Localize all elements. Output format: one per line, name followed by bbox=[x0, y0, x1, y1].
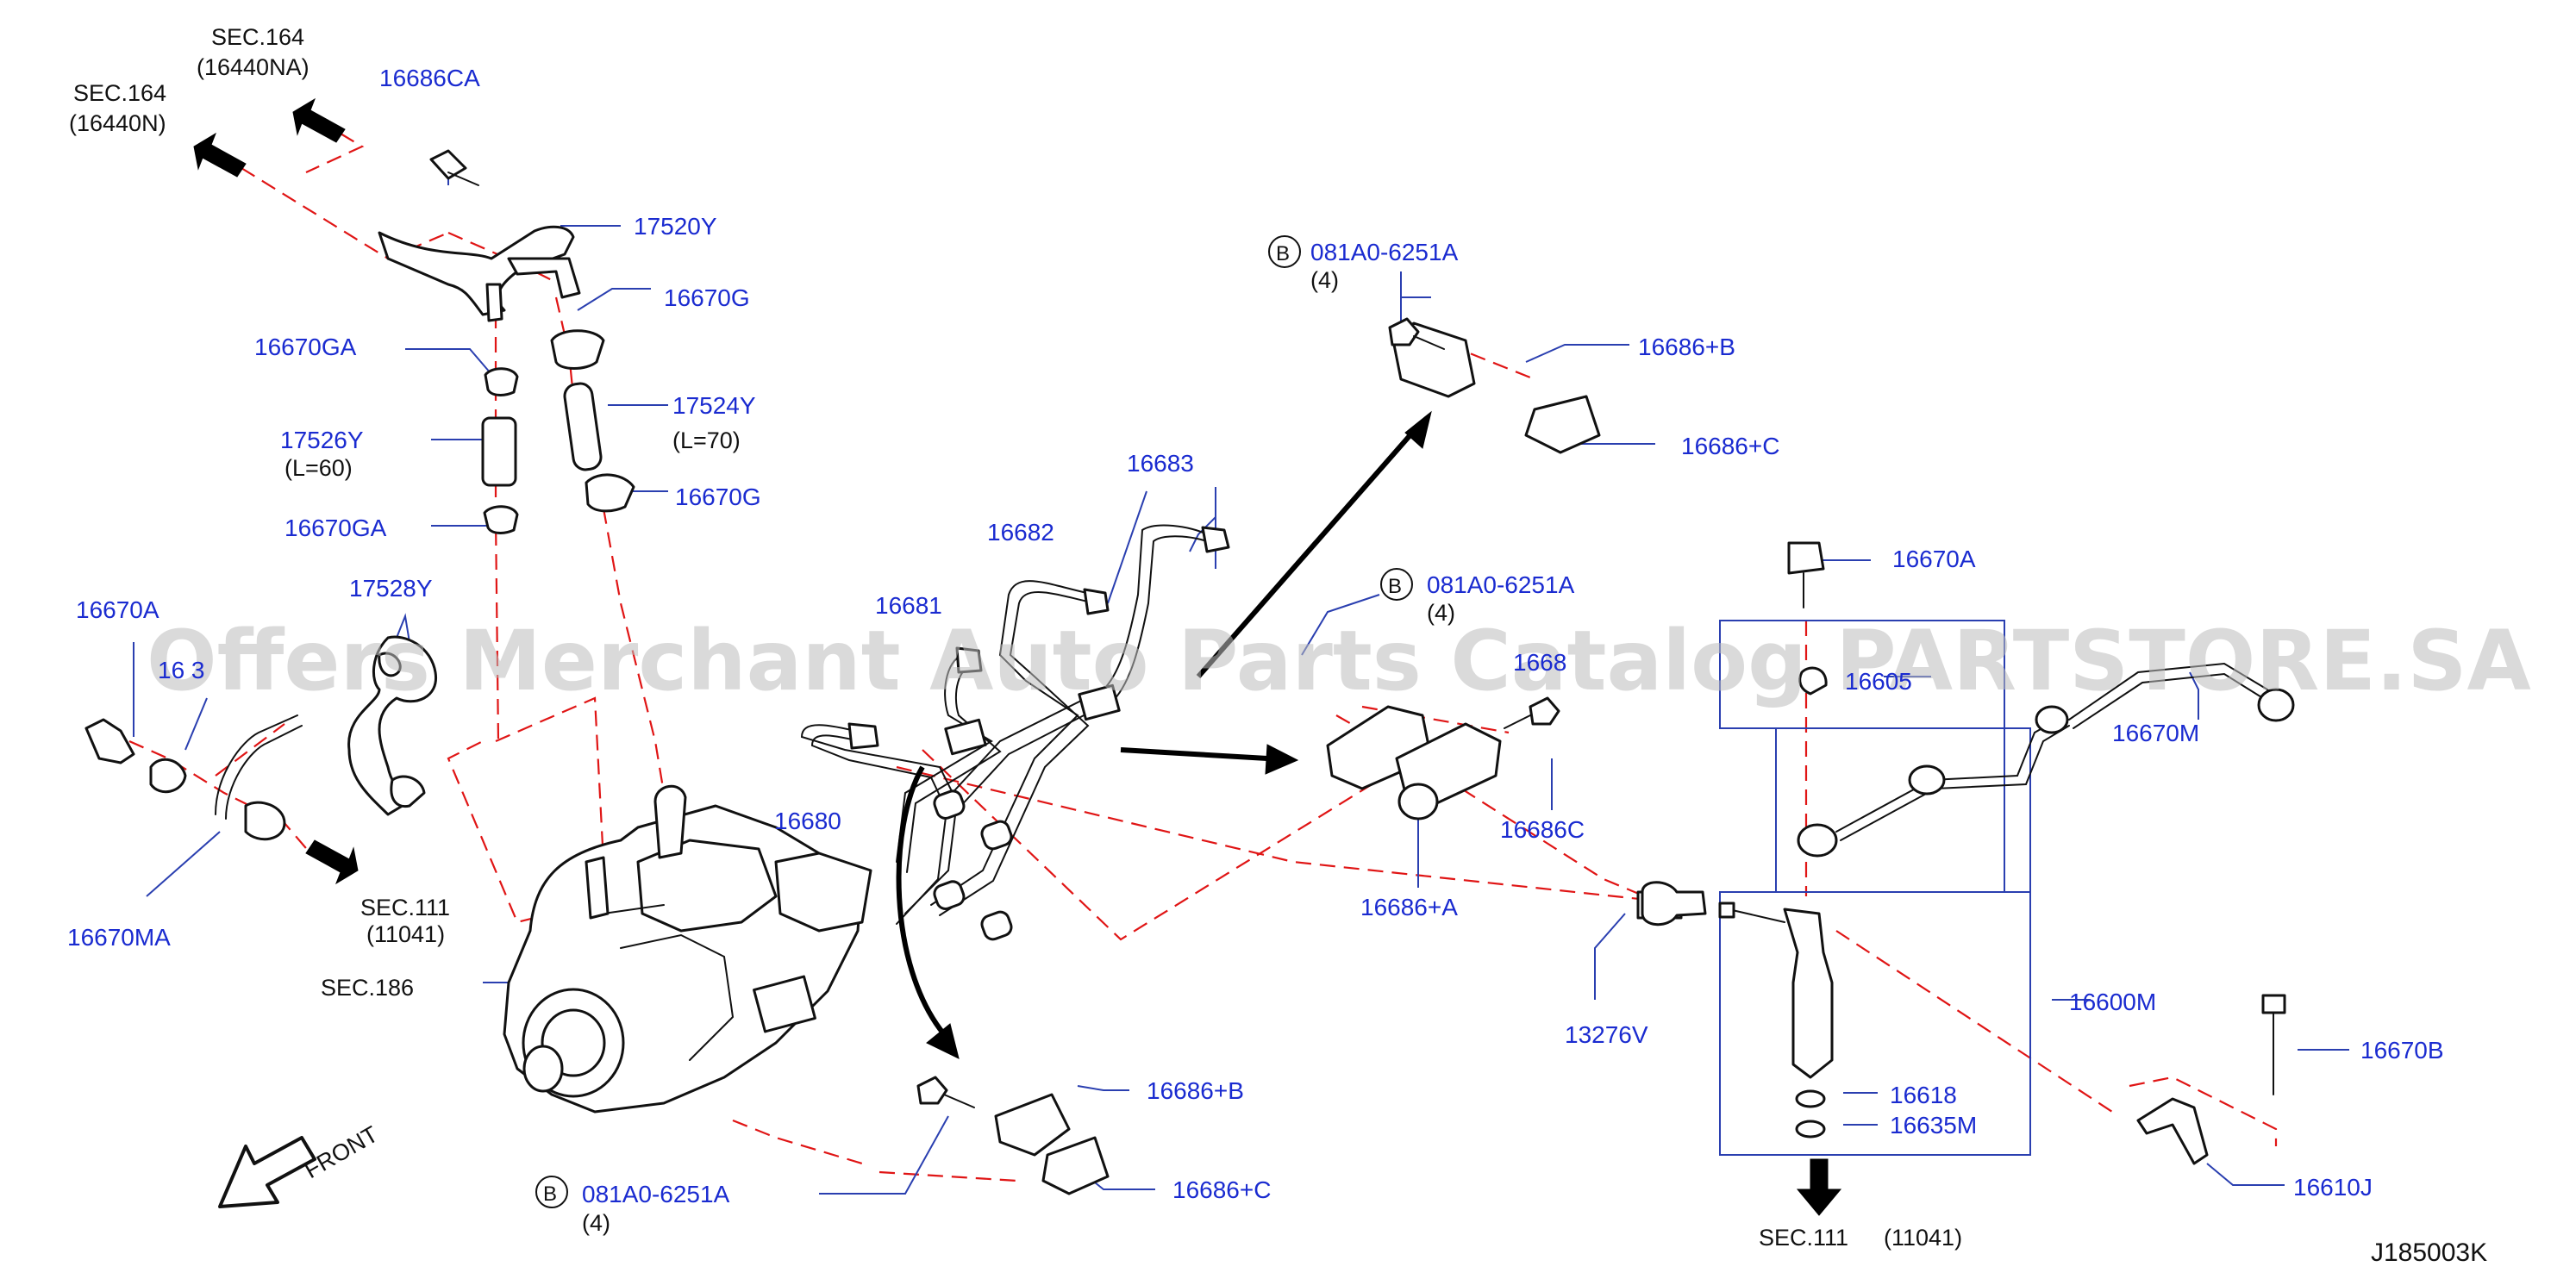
label-diagram-code: J185003K bbox=[2371, 1238, 2487, 1267]
label-16670A-right: 16670A bbox=[1892, 546, 1976, 572]
left-feed-pipe bbox=[84, 714, 303, 841]
label-16682: 16682 bbox=[987, 519, 1054, 546]
hose-17528Y bbox=[347, 635, 437, 816]
label-16670M: 16670M bbox=[2112, 720, 2199, 746]
label-081A0-3: 081A0-6251A bbox=[582, 1181, 730, 1207]
label-16600M: 16600M bbox=[2069, 989, 2156, 1015]
arrow-to-sec164-n bbox=[193, 132, 247, 178]
label-16686B-top: 16686+B bbox=[1638, 334, 1735, 360]
label-16670GA-2: 16670GA bbox=[284, 515, 387, 541]
plug-13276V bbox=[1641, 881, 1707, 926]
label-16635M: 16635M bbox=[1890, 1112, 1977, 1139]
label-16680: 16680 bbox=[774, 808, 841, 834]
label-16670G-1: 16670G bbox=[664, 284, 750, 311]
injector-group-boxes bbox=[1719, 620, 2031, 1156]
label-16605: 16605 bbox=[1845, 668, 1912, 695]
label-16686C-top: 16686+C bbox=[1681, 433, 1779, 459]
label-b-1: B bbox=[1276, 242, 1290, 265]
label-17526Y-length: (L=60) bbox=[284, 455, 353, 481]
label-16670B: 16670B bbox=[2360, 1037, 2444, 1064]
label-sec164-na-sub: (16440NA) bbox=[197, 54, 309, 80]
leader-lines bbox=[133, 159, 2349, 1195]
label-17520Y: 17520Y bbox=[634, 213, 717, 240]
label-16686B-bot: 16686+B bbox=[1147, 1077, 1244, 1104]
label-qty-3: (4) bbox=[582, 1210, 610, 1236]
label-sec111-bottom-sub: (11041) bbox=[1884, 1225, 1962, 1251]
injection-pipes-16680-16683 bbox=[800, 524, 1230, 941]
label-sec186: SEC.186 bbox=[321, 975, 414, 1001]
label-16683: 16683 bbox=[1127, 450, 1194, 477]
label-17528Y: 17528Y bbox=[349, 575, 433, 602]
front-arrow-icon bbox=[218, 1136, 316, 1208]
label-16686CA: 16686CA bbox=[379, 65, 480, 91]
label-16618: 16618 bbox=[1890, 1082, 1957, 1108]
label-17524Y: 17524Y bbox=[672, 392, 756, 419]
label-16686C-mid: 16686C bbox=[1500, 816, 1585, 843]
label-1668x: 1668 bbox=[1513, 649, 1566, 676]
label-sec164-na: SEC.164 bbox=[211, 24, 304, 50]
label-qty-2: (4) bbox=[1427, 600, 1455, 626]
label-16670MA: 16670MA bbox=[67, 924, 171, 951]
clamps-and-hoses bbox=[481, 329, 635, 534]
arrow-right bbox=[1265, 744, 1299, 775]
top-left-pipe-assembly bbox=[378, 149, 581, 322]
watermark: Offers Merchant Auto Parts Catalog PARTS… bbox=[147, 613, 2531, 709]
arrow-curved-down bbox=[926, 1023, 960, 1059]
label-17524Y-length: (L=70) bbox=[672, 427, 741, 453]
label-sec164-n: SEC.164 bbox=[73, 80, 166, 106]
label-16670GA-1: 16670GA bbox=[254, 334, 357, 360]
label-sec111-bottom: SEC.111 bbox=[1759, 1225, 1848, 1251]
label-16686C-bot: 16686+C bbox=[1172, 1176, 1271, 1203]
circled-b-symbols bbox=[535, 235, 1413, 1208]
label-081A0-1: 081A0-6251A bbox=[1310, 239, 1459, 265]
label-13276V: 13276V bbox=[1565, 1021, 1648, 1048]
arrow-to-sec164-na bbox=[292, 97, 346, 143]
label-16610J: 16610J bbox=[2293, 1174, 2373, 1201]
label-qty-1: (4) bbox=[1310, 267, 1339, 293]
label-17526Y: 17526Y bbox=[280, 427, 364, 453]
label-sec111-left: SEC.111 bbox=[360, 895, 450, 920]
label-081A0-2: 081A0-6251A bbox=[1427, 571, 1575, 598]
label-16670G-2: 16670G bbox=[675, 484, 761, 510]
arrow-to-sec111-bottom bbox=[1796, 1158, 1842, 1216]
injector-and-leak-pipe bbox=[1718, 662, 2295, 1165]
arrow-up-right bbox=[1404, 410, 1432, 449]
label-b-3: B bbox=[543, 1182, 557, 1206]
part-labels: SEC.164 (16440NA) SEC.164 (16440N) 16686… bbox=[67, 24, 2487, 1267]
arrow-to-sec111-left bbox=[305, 839, 359, 885]
label-sec111-left-sub: (11041) bbox=[366, 921, 445, 947]
pipe-clamps bbox=[994, 321, 1601, 1195]
label-sec164-n-sub: (16440N) bbox=[69, 110, 166, 136]
label-b-2: B bbox=[1388, 575, 1402, 598]
label-16681: 16681 bbox=[875, 592, 942, 619]
label-16686A: 16686+A bbox=[1360, 894, 1458, 920]
direction-arrows bbox=[193, 97, 1842, 1216]
label-16-3: 16 3 bbox=[158, 657, 205, 683]
fuel-injection-pump bbox=[503, 784, 872, 1114]
label-16670A-left: 16670A bbox=[76, 596, 159, 623]
